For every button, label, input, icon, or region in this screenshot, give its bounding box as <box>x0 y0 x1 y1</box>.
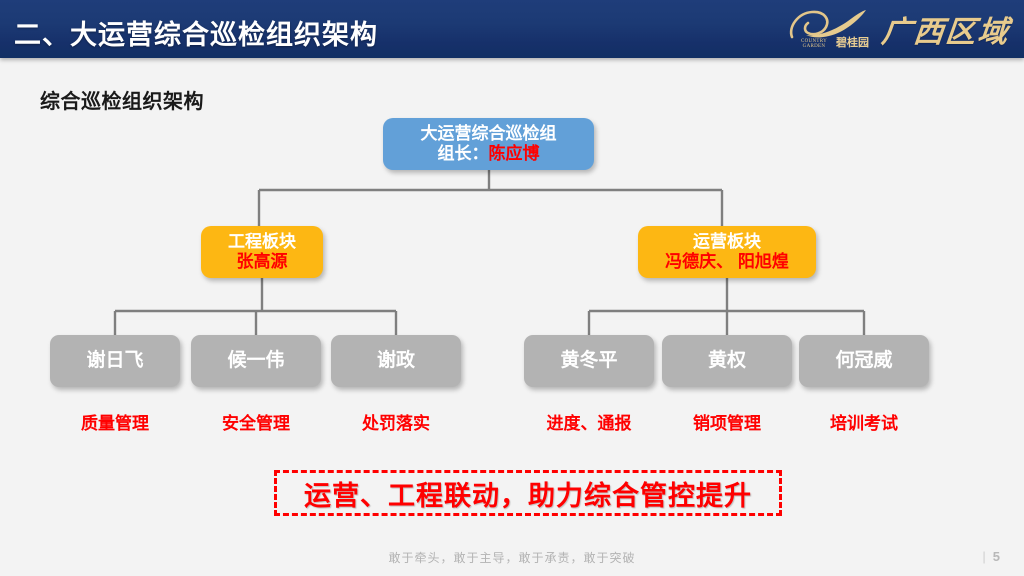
member-duty-label: 安全管理 <box>222 414 290 433</box>
page-title: 二、大运营综合巡检组织架构 <box>14 20 378 50</box>
department-leads: 冯德庆、 阳旭煌 <box>665 252 789 271</box>
org-node-department-operations[interactable]: 运营板块 冯德庆、 阳旭煌 <box>638 226 816 278</box>
root-leader-label: 组长： <box>437 144 489 163</box>
root-title: 大运营综合巡检组 <box>420 123 557 143</box>
slide-header: 二、大运营综合巡检组织架构 COUNTRY GARDEN 碧桂园 广西区域 <box>0 0 1024 58</box>
org-node-department-engineering[interactable]: 工程板块 张高源 <box>201 226 323 278</box>
root-leader: 组长：陈应博 <box>438 144 540 164</box>
member-name: 谢政 <box>376 349 415 371</box>
country-garden-logo: COUNTRY GARDEN 碧桂园 <box>786 7 874 51</box>
logo-group: COUNTRY GARDEN 碧桂园 广西区域 <box>786 6 1011 52</box>
org-node-member[interactable]: 谢政 <box>331 335 461 387</box>
org-node-member[interactable]: 候一伟 <box>191 335 321 387</box>
department-name: 工程板块 <box>228 231 296 251</box>
logo-brand-cn: 碧桂园 <box>836 37 869 49</box>
page-number-divider: | <box>982 549 986 564</box>
member-duty-label: 培训考试 <box>830 414 898 433</box>
department-leads: 张高源 <box>236 252 288 271</box>
org-node-member[interactable]: 何冠威 <box>799 335 929 387</box>
member-name: 黄冬平 <box>560 349 618 371</box>
member-duty-label: 质量管理 <box>81 414 149 433</box>
member-duty-label: 销项管理 <box>693 414 761 433</box>
section-title: 综合巡检组织架构 <box>40 91 204 113</box>
highlight-banner: 运营、工程联动，助力综合管控提升 <box>274 470 782 516</box>
org-node-member[interactable]: 黄冬平 <box>524 335 654 387</box>
logo-brand-en: COUNTRY GARDEN <box>801 38 827 49</box>
member-name: 黄权 <box>707 349 746 371</box>
member-name: 何冠威 <box>835 349 893 371</box>
org-node-root[interactable]: 大运营综合巡检组 组长：陈应博 <box>383 118 594 170</box>
department-name: 运营板块 <box>693 231 761 251</box>
page-number-value: 5 <box>992 549 1000 564</box>
swoosh-icon <box>789 10 866 39</box>
org-node-member[interactable]: 黄权 <box>662 335 792 387</box>
member-duty-label: 进度、通报 <box>546 414 632 433</box>
footer-slogan: 敢于牵头，敢于主导，敢于承责，敢于突破 <box>388 551 636 565</box>
org-node-member[interactable]: 谢日飞 <box>50 335 180 387</box>
member-name: 候一伟 <box>227 349 285 371</box>
highlight-banner-text: 运营、工程联动，助力综合管控提升 <box>304 480 752 511</box>
page-number: |5 <box>982 549 1000 564</box>
member-name: 谢日飞 <box>86 349 144 371</box>
member-duty-label: 处罚落实 <box>362 414 430 433</box>
root-leader-name: 陈应博 <box>488 144 540 163</box>
